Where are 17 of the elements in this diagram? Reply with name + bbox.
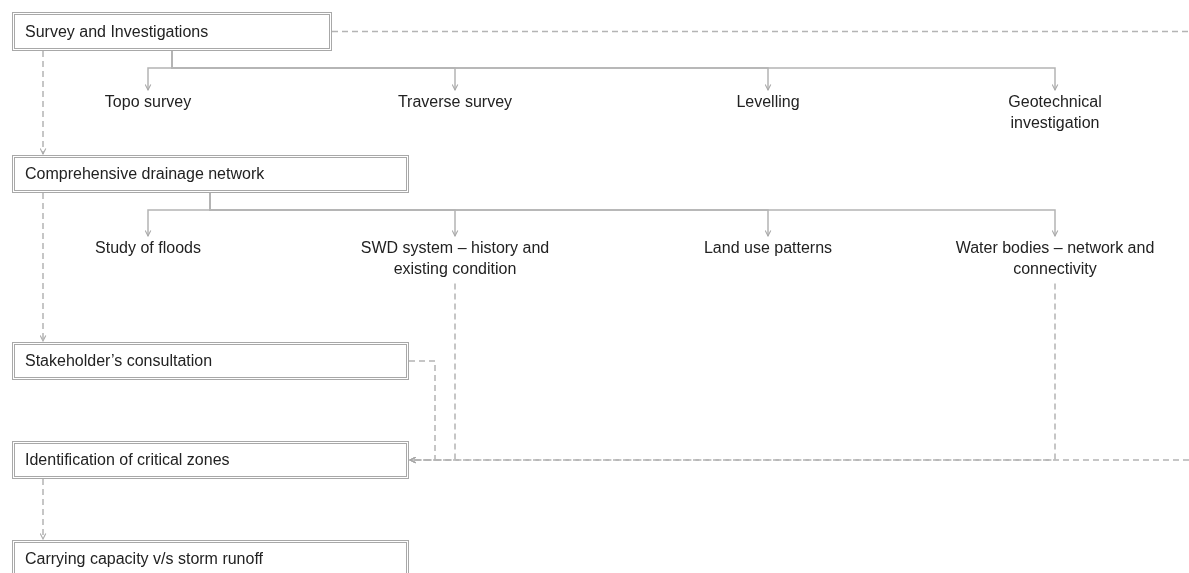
sub-item-text: Land use patterns bbox=[683, 238, 853, 259]
process-box: Survey and Investigations bbox=[12, 12, 332, 51]
sub-item-text: Study of floods bbox=[63, 238, 233, 259]
sub-item-text: Geotechnical investigation bbox=[990, 92, 1120, 134]
dashed-arrow bbox=[409, 456, 1189, 464]
sub-item-text: Topo survey bbox=[73, 92, 223, 113]
process-box: Comprehensive drainage network bbox=[12, 155, 409, 193]
dashed-arrow bbox=[39, 50, 47, 155]
sub-item-text: Water bodies – network and connectivity bbox=[952, 238, 1158, 280]
process-box: Carrying capacity v/s storm runoff bbox=[12, 540, 409, 573]
sub-item-text: Traverse survey bbox=[370, 92, 540, 113]
dashed-arrow bbox=[39, 478, 47, 540]
dashed-arrow bbox=[39, 192, 47, 342]
sub-item-text: SWD system – history and existing condition bbox=[355, 238, 555, 280]
process-box: Stakeholder’s consultation bbox=[12, 342, 409, 380]
sub-item-text: Levelling bbox=[693, 92, 843, 113]
process-box: Identification of critical zones bbox=[12, 441, 409, 479]
